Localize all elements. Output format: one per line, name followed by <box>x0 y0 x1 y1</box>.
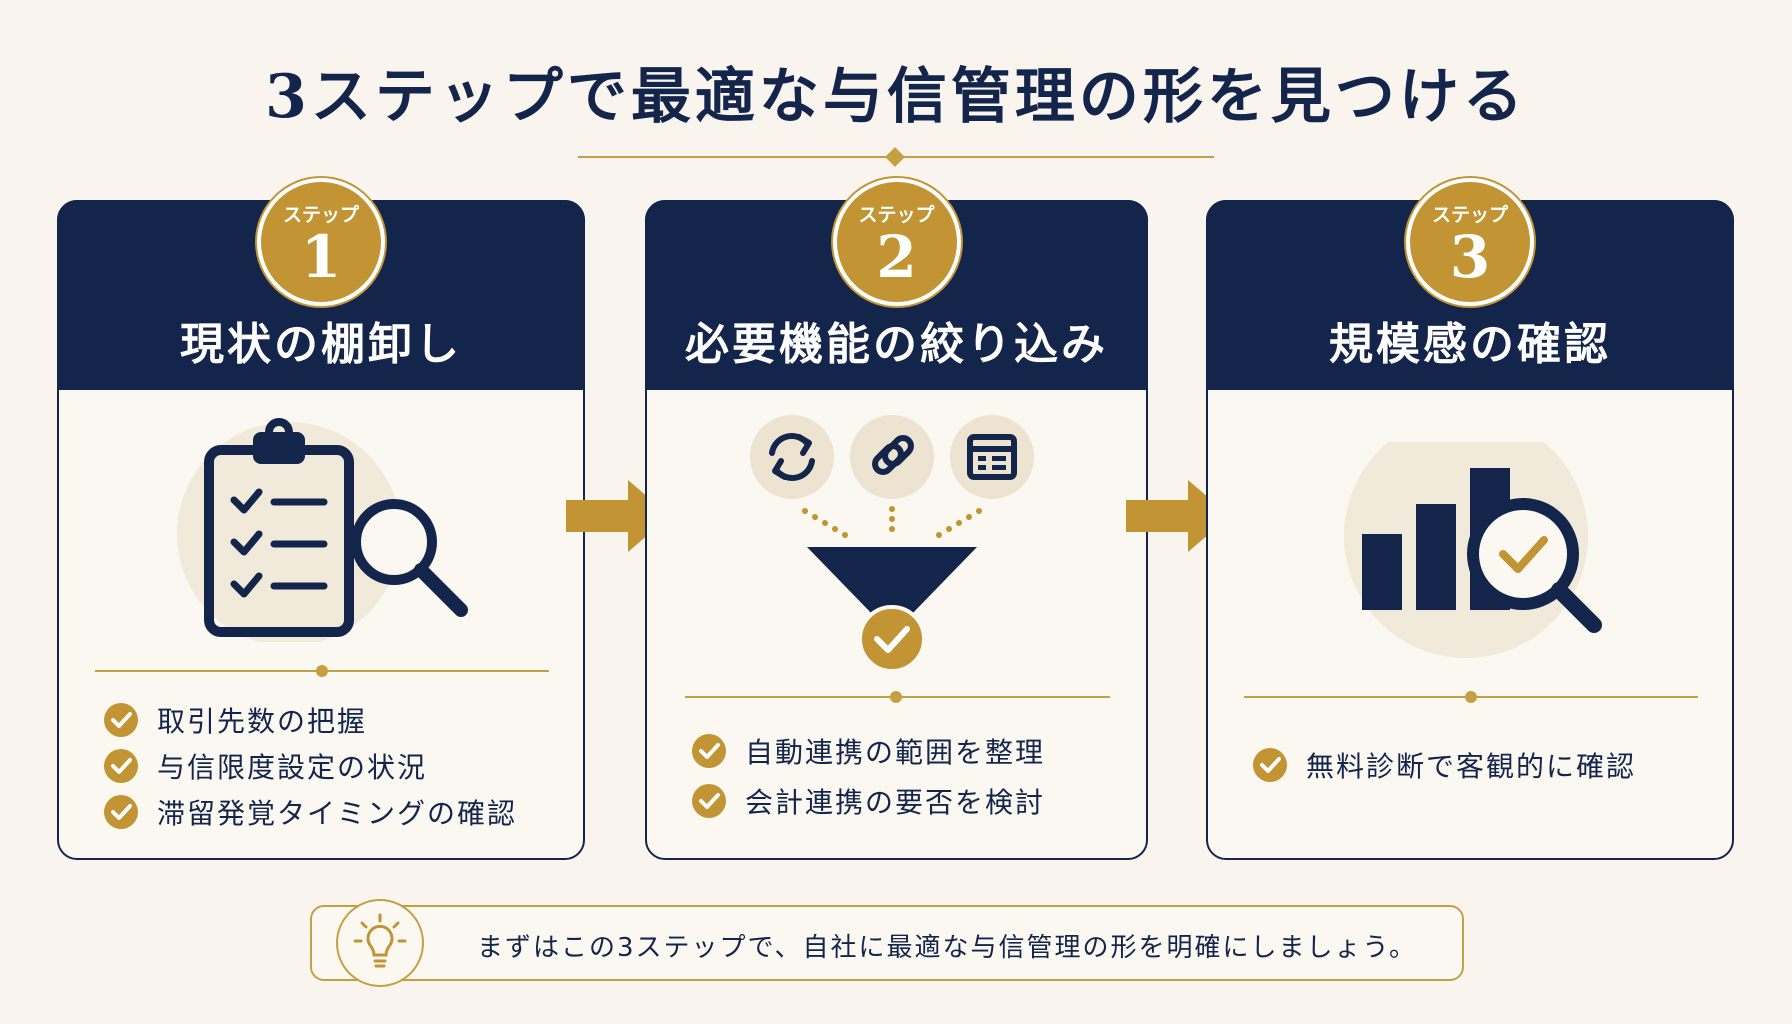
checklist-text: 滞留発覚タイミングの確認 <box>157 797 518 830</box>
checklist-text: 与信限度設定の状況 <box>157 751 428 784</box>
step-divider-dot-2 <box>890 691 902 703</box>
step-checklist-1: 取引先数の把握 与信限度設定の状況 滞留発覚タイミングの確認 <box>103 697 517 835</box>
step-divider-dot-1 <box>316 665 328 677</box>
step-card-3: 規模感の確認 ステップ 3 無料診断で客観的に確認 <box>1206 178 1734 860</box>
check-circle-icon <box>104 749 138 783</box>
checklist-text: 無料診断で客観的に確認 <box>1306 750 1637 783</box>
list-item: 取引先数の把握 <box>103 697 517 743</box>
refresh-icon <box>750 415 834 499</box>
step-divider-dot-3 <box>1465 691 1477 703</box>
clipboard-checklist-icon <box>204 418 354 637</box>
connector-dots <box>802 506 982 538</box>
title-diamond <box>885 147 905 167</box>
funnel-icon <box>807 547 977 617</box>
table-icon <box>950 415 1034 499</box>
page-title: 3ステップで最適な与信管理の形を見つける <box>265 62 1527 132</box>
step-badge-label: ステップ <box>858 204 935 226</box>
step-checklist-2: 自動連携の範囲を整理 会計連携の要否を検討 <box>691 726 1045 826</box>
link-icon <box>850 415 934 499</box>
step-illustration-1 <box>59 412 583 646</box>
footer-message: まずはこの3ステップで、自社に最適な与信管理の形を明確にしましょう。 <box>477 933 1417 963</box>
step-checklist-3: 無料診断で客観的に確認 <box>1252 742 1636 788</box>
list-item: 滞留発覚タイミングの確認 <box>103 789 517 835</box>
check-circle-icon <box>692 734 726 768</box>
checklist-text: 自動連携の範囲を整理 <box>745 736 1046 769</box>
list-item: 自動連携の範囲を整理 <box>691 726 1045 776</box>
step-title-1: 現状の棚卸し <box>180 319 462 370</box>
step-badge-label: ステップ <box>282 204 359 226</box>
step-card-1: 現状の棚卸し ステップ 1 <box>57 178 585 860</box>
step-badge-1: ステップ 1 <box>257 178 385 306</box>
step-badge-number: 2 <box>876 223 917 291</box>
check-icon <box>1499 536 1548 573</box>
step-badge-2: ステップ 2 <box>832 178 961 306</box>
footer-callout: まずはこの3ステップで、自社に最適な与信管理の形を明確にしましょう。 <box>310 899 1464 987</box>
step-badge-label: ステップ <box>1431 204 1508 226</box>
magnifier-icon <box>1467 498 1602 633</box>
step-card-2: 必要機能の絞り込み ステップ 2 <box>645 178 1148 860</box>
step-badge-number: 1 <box>300 223 342 291</box>
step-badge-3: ステップ 3 <box>1406 178 1534 306</box>
step-badge-number: 3 <box>1449 223 1491 291</box>
magnifier-icon <box>351 499 468 617</box>
step-illustration-2 <box>647 407 1146 677</box>
footer-icon-badge <box>336 899 424 987</box>
check-circle-icon <box>858 605 926 673</box>
lightbulb-icon <box>353 913 407 968</box>
check-circle-icon <box>692 784 726 818</box>
step-illustration-3 <box>1208 414 1732 672</box>
check-circle-icon <box>104 703 138 737</box>
list-item: 会計連携の要否を検討 <box>691 776 1045 826</box>
step-title-2: 必要機能の絞り込み <box>685 319 1108 370</box>
arrow-right-icon <box>566 480 670 552</box>
step-title-3: 規模感の確認 <box>1329 319 1611 370</box>
checklist-text: 会計連携の要否を検討 <box>745 786 1046 819</box>
checklist-text: 取引先数の把握 <box>157 705 368 738</box>
arrow-right-icon <box>1126 480 1230 552</box>
list-item: 無料診断で客観的に確認 <box>1252 742 1636 788</box>
list-item: 与信限度設定の状況 <box>103 743 517 789</box>
check-circle-icon <box>104 795 138 829</box>
check-circle-icon <box>1253 748 1287 782</box>
